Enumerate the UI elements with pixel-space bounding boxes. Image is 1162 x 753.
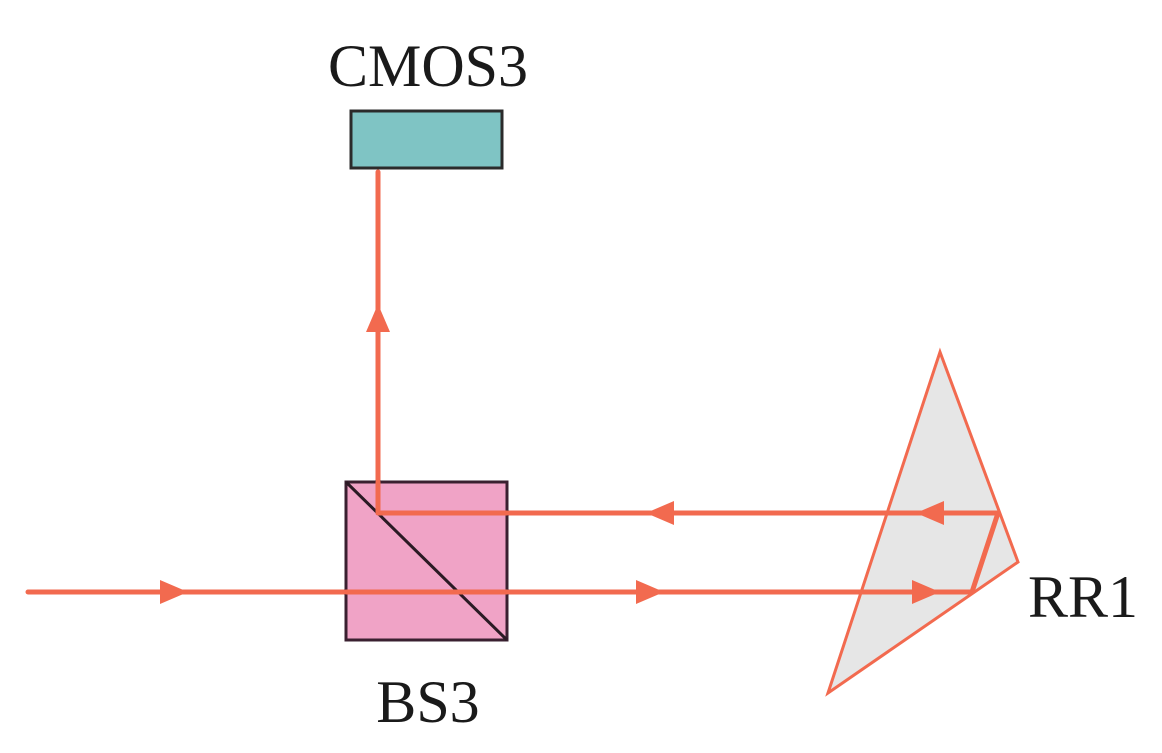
arrow-right-1 <box>160 580 188 604</box>
laser-beam-paths <box>25 169 1001 595</box>
beam-splitter-diagonal <box>344 480 509 642</box>
retroreflector-prism <box>825 347 1020 697</box>
arrow-up <box>366 304 390 332</box>
arrow-left-2 <box>916 501 944 525</box>
retroreflector-label: RR1 <box>1028 564 1138 630</box>
arrow-right-3 <box>912 580 940 604</box>
retroreflector-return-path <box>969 510 1001 595</box>
beam-splitter <box>344 480 509 642</box>
beam-splitter-label: BS3 <box>376 669 479 735</box>
beam-direction-arrows <box>160 304 944 604</box>
cmos-camera-sensor <box>349 109 504 170</box>
camera-label: CMOS3 <box>328 33 528 99</box>
arrow-left-1 <box>646 501 674 525</box>
arrow-right-2 <box>636 580 664 604</box>
